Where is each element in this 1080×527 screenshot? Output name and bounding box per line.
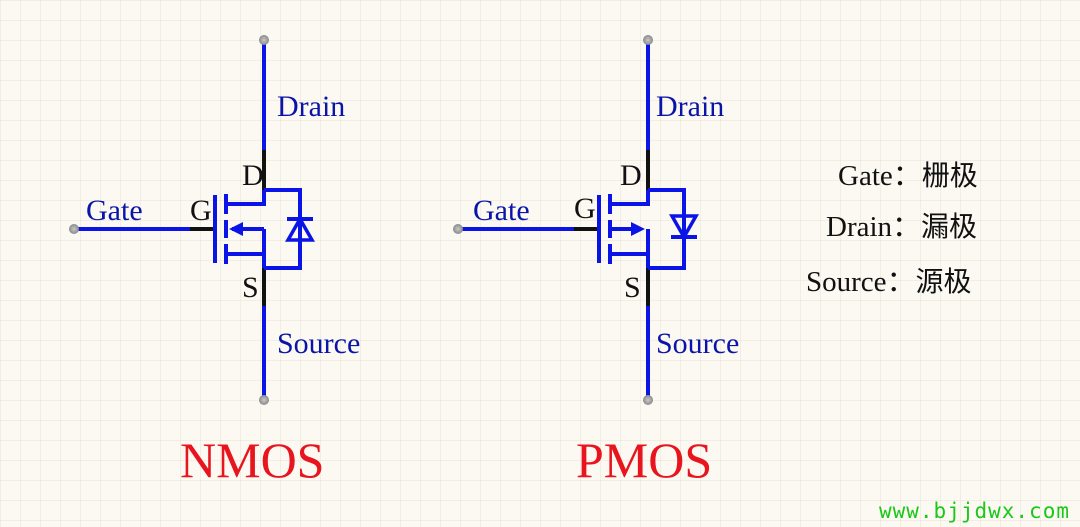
pmos-pin-s: S (624, 271, 641, 304)
pmos-diode-icon (668, 214, 700, 241)
nmos-gate-terminal (69, 224, 79, 234)
legend-gate-meaning: 栅极 (921, 159, 978, 192)
pmos-arrow-icon (631, 222, 645, 236)
pmos-pin-g: G (574, 192, 596, 225)
pmos-gate-label: Gate (473, 194, 530, 227)
nmos-pin-g: G (190, 194, 212, 227)
nmos-gate-label: Gate (86, 194, 143, 227)
nmos-arrow-icon (229, 222, 243, 236)
pmos-drain-terminal (643, 35, 653, 45)
pmos-title: PMOS (576, 432, 712, 488)
nmos-diode-loop (264, 188, 302, 270)
nmos-pin-d: D (242, 159, 264, 192)
pmos-drain-link (610, 190, 650, 206)
nmos-title: NMOS (180, 432, 324, 488)
nmos-source-terminal (259, 395, 269, 405)
legend-source-meaning: 源极 (915, 265, 972, 298)
legend-drain-term: Drain： (826, 211, 922, 243)
pmos-diode-loop (648, 188, 686, 270)
legend-drain: Drain：漏极 (826, 203, 977, 245)
legend-source: Source：源极 (806, 258, 972, 300)
pmos-source-label: Source (656, 327, 739, 360)
legend-gate: Gate：栅极 (838, 152, 978, 194)
watermark: www.bjjdwx.com (878, 499, 1070, 523)
legend-drain-meaning: 漏极 (921, 210, 978, 243)
nmos-pin-s: S (242, 271, 259, 304)
pmos-gate-terminal (453, 224, 463, 234)
pmos-source-link (610, 252, 650, 268)
nmos-drain-terminal (259, 35, 269, 45)
nmos-symbol: Drain Source Gate D G S NMOS (69, 35, 360, 488)
nmos-source-link (226, 252, 266, 268)
nmos-drain-label: Drain (277, 90, 345, 123)
pmos-source-terminal (643, 395, 653, 405)
pmos-pin-d: D (620, 159, 642, 192)
nmos-drain-link (226, 190, 266, 206)
pmos-symbol: Drain Source Gate D G S PMOS (453, 35, 739, 488)
nmos-diode-icon (284, 215, 316, 242)
legend-gate-term: Gate： (838, 160, 922, 192)
nmos-source-label: Source (277, 327, 360, 360)
legend-source-term: Source： (806, 266, 916, 298)
pmos-drain-label: Drain (656, 90, 724, 123)
